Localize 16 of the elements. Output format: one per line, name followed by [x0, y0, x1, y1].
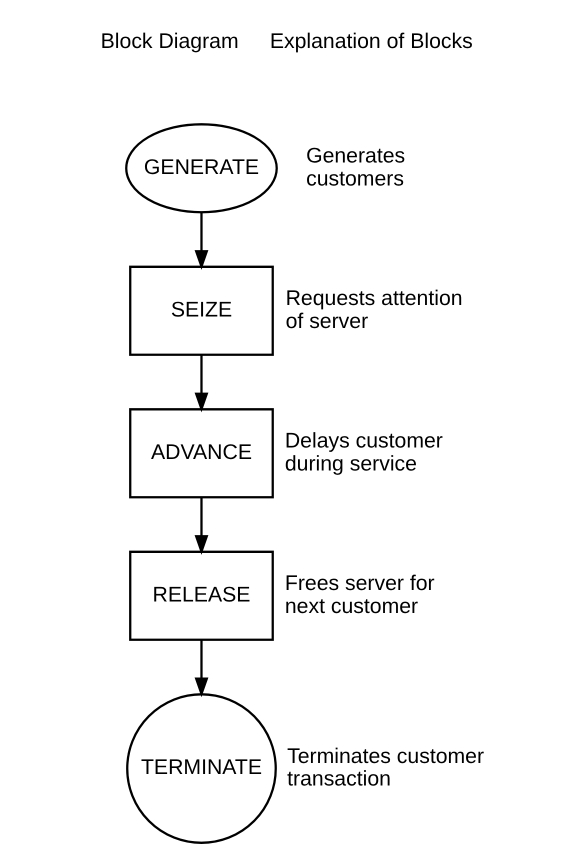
node-ellipse: GENERATE [124, 122, 278, 213]
node-box: SEIZE [128, 265, 274, 356]
node-label: Frees server for next customer [284, 572, 434, 618]
node-box: RELEASE [128, 550, 274, 640]
node-label: Requests attention of server [285, 286, 462, 332]
arrow [194, 640, 208, 697]
node-label: Generates customers [306, 144, 405, 190]
arrow [194, 354, 208, 412]
label: Explanation of Blocks [269, 30, 472, 53]
node-box: ADVANCE [128, 408, 274, 498]
node-label: Terminates customer transaction [286, 744, 484, 790]
node-circle: TERMINATE [126, 692, 276, 844]
label: Block Diagram [100, 30, 238, 53]
node-label: Delays customer during service [284, 429, 442, 475]
arrow [194, 496, 208, 554]
arrow [194, 212, 208, 270]
